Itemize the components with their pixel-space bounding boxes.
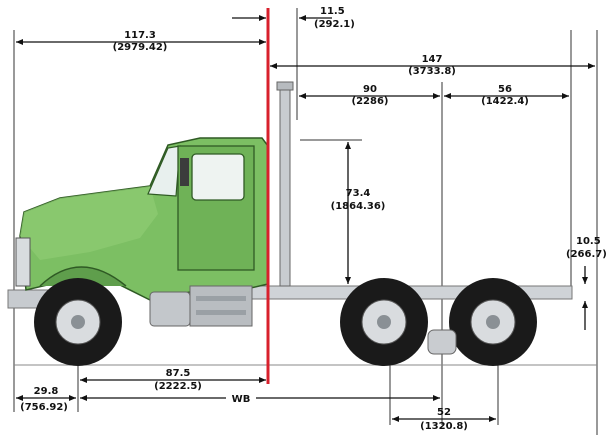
dim-back-of-cab-to-frame-end-metric: (3733.8) xyxy=(408,66,456,77)
dim-tandem-spread-metric: (1320.8) xyxy=(420,421,468,432)
dim-cab-height-value: 73.4 xyxy=(346,188,371,199)
dim-axle-to-frame-end-metric: (1422.4) xyxy=(481,96,529,107)
dimension-lines xyxy=(16,15,595,422)
dim-axle-to-frame-end-value: 56 xyxy=(498,84,512,95)
front-wheel xyxy=(34,278,122,366)
dim-back-of-cab-to-axle-metric: (2286) xyxy=(352,96,389,107)
dim-cab-gap-metric: (292.1) xyxy=(314,19,355,30)
dim-cab-gap-value: 11.5 xyxy=(320,6,345,17)
dim-frame-height-metric: (266.7) xyxy=(566,249,607,260)
dim-tandem-spread-value: 52 xyxy=(437,407,451,418)
truck-cab xyxy=(15,137,269,327)
exhaust-stack xyxy=(276,81,294,287)
dim-front-to-cab-back-value: 117.3 xyxy=(124,30,156,41)
dim-front-overhang-metric: (756.92) xyxy=(20,402,68,413)
dim-back-of-cab-to-axle-value: 90 xyxy=(363,84,377,95)
dim-frame-height-value: 10.5 xyxy=(576,236,601,247)
dim-back-of-cab-to-frame-end-value: 147 xyxy=(422,54,443,65)
dim-front-axle-to-cab-back-value: 87.5 xyxy=(166,368,191,379)
dim-front-axle-to-cab-back-metric: (2222.5) xyxy=(154,381,202,392)
dim-front-overhang-value: 29.8 xyxy=(34,386,59,397)
tandem-suspension xyxy=(427,329,457,355)
dim-front-to-cab-back-metric: (2979.42) xyxy=(113,42,168,53)
rear-wheel-forward xyxy=(340,278,428,366)
dim-cab-height-metric: (1864.36) xyxy=(331,201,386,212)
rear-wheel-rearward xyxy=(449,278,537,366)
dim-wheelbase-label: WB xyxy=(232,394,251,405)
dimension-labels: 117.3 (2979.42) 11.5 (292.1) 147 (3733.8… xyxy=(20,6,607,432)
